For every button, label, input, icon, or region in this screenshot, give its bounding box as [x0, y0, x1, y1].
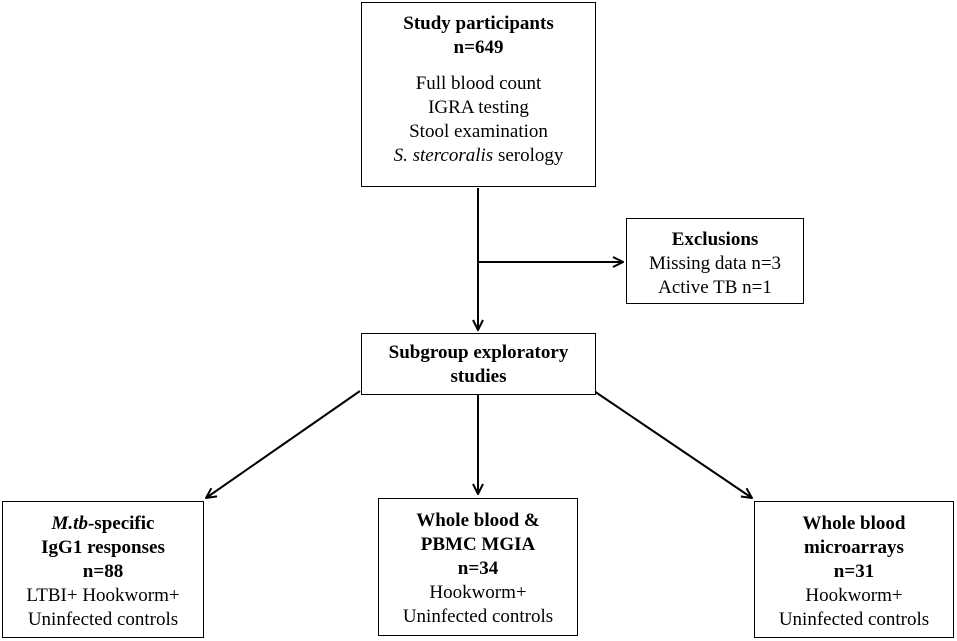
exclusions-title: Exclusions — [671, 229, 759, 250]
igg1-title-italic: M.tb — [51, 513, 88, 534]
igg1-title-line1: M.tb-specific — [3, 512, 203, 536]
microarrays-title-line2: microarrays — [804, 537, 904, 558]
participants-count: n=649 — [453, 37, 504, 58]
igg1-title-rest: -specific — [87, 513, 155, 534]
subgroup-box: Subgroup exploratory studies — [361, 333, 596, 395]
microarrays-title-line1: Whole blood — [802, 513, 906, 534]
serology-suffix: serology — [493, 145, 564, 166]
igg1-box: M.tb-specific IgG1 responses n=88 LTBI+ … — [2, 501, 204, 638]
participants-item-stool: Stool examination — [409, 121, 548, 142]
exclusions-box: Exclusions Missing data n=3 Active TB n=… — [626, 218, 804, 304]
microarrays-count: n=31 — [833, 561, 875, 582]
subgroup-title-line2: studies — [450, 366, 507, 387]
participants-item-igra: IGRA testing — [428, 97, 529, 118]
igg1-item-controls: Uninfected controls — [27, 609, 179, 630]
mgia-title-line1: Whole blood & — [416, 510, 540, 531]
microarrays-item-hookworm: Hookworm+ — [805, 585, 903, 606]
participants-title: Study participants — [403, 13, 554, 34]
igg1-item-ltbi: LTBI+ Hookworm+ — [26, 585, 180, 606]
serology-species: S. stercoralis — [393, 145, 494, 166]
exclusions-item-active-tb: Active TB n=1 — [658, 277, 772, 298]
mgia-box: Whole blood & PBMC MGIA n=34 Hookworm+ U… — [378, 498, 578, 636]
study-participants-box: Study participants n=649 Full blood coun… — [361, 2, 596, 187]
igg1-count: n=88 — [82, 561, 124, 582]
arrow-subgroup-to-igg1 — [206, 390, 361, 498]
participants-item-blood-count: Full blood count — [415, 73, 542, 94]
mgia-item-controls: Uninfected controls — [402, 606, 554, 627]
microarrays-item-controls: Uninfected controls — [778, 609, 930, 630]
subgroup-title-line1: Subgroup exploratory — [388, 342, 569, 363]
igg1-title-line2: IgG1 responses — [41, 537, 165, 558]
mgia-title-line2: PBMC MGIA — [420, 534, 536, 555]
exclusions-item-missing: Missing data n=3 — [648, 253, 782, 274]
mgia-count: n=34 — [457, 558, 499, 579]
microarrays-box: Whole blood microarrays n=31 Hookworm+ U… — [754, 501, 954, 638]
mgia-item-hookworm: Hookworm+ — [429, 582, 527, 603]
participants-item-serology: S. stercoralis serology — [362, 144, 595, 168]
arrow-subgroup-to-microarrays — [593, 390, 752, 498]
